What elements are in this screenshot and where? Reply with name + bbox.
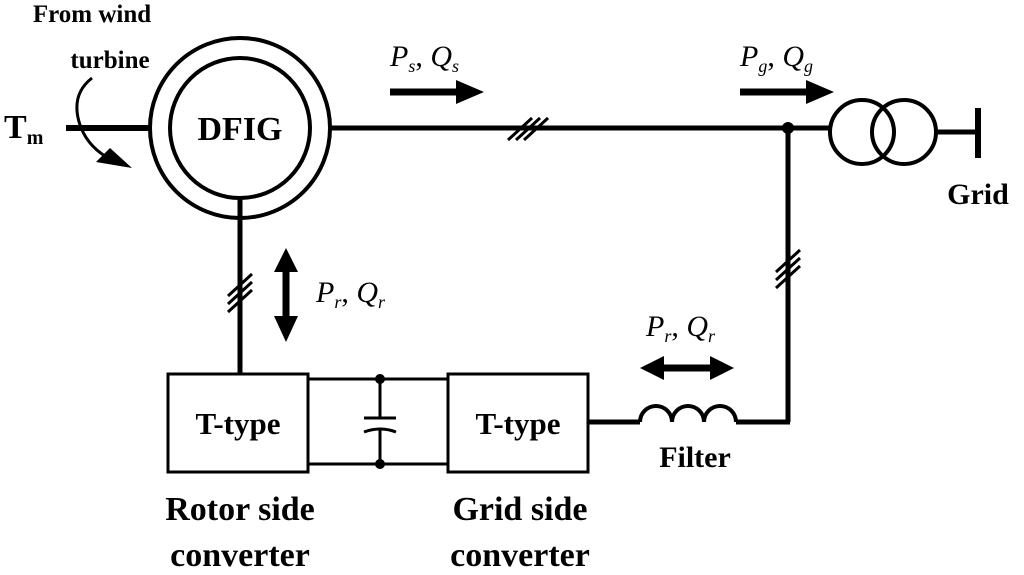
- transformer-secondary: [870, 98, 938, 166]
- wind-source-label-line2: turbine: [70, 47, 149, 74]
- torque-main: T: [4, 109, 27, 146]
- torque-subscript: m: [27, 127, 44, 149]
- rotor-side-converter-block: [166, 372, 310, 474]
- rotor-power-arrow: [274, 248, 298, 342]
- rsc-caption-line2: converter: [170, 537, 310, 574]
- rotor-flow-label: Pr, Qr: [315, 276, 386, 312]
- rotation-arrowhead: [96, 148, 132, 168]
- wind-source-label-line1: From wind: [33, 1, 151, 28]
- transformer-primary: [828, 98, 896, 166]
- rsc-block-label: T-type: [196, 406, 281, 441]
- stator-power-arrow: [390, 80, 484, 104]
- grid-power-arrow: [740, 80, 834, 104]
- torque-label: Tm: [4, 109, 44, 149]
- gsc-caption-line2: converter: [450, 537, 590, 574]
- rotation-arrow: [75, 76, 113, 162]
- grid-flow-label: Pg, Qg: [739, 40, 813, 76]
- gsc-caption-line1: Grid side: [452, 491, 587, 528]
- three-phase-mark-grid-side: [774, 248, 802, 290]
- gsc-block-label: T-type: [476, 406, 561, 441]
- filter-label: Filter: [659, 441, 731, 474]
- filter-inductor: [638, 404, 738, 423]
- three-phase-mark-rotor: [226, 272, 254, 314]
- grid-label: Grid: [947, 178, 1009, 211]
- generator-label: DFIG: [198, 111, 283, 148]
- stator-flow-label: Ps, Qs: [389, 40, 459, 76]
- rsc-caption-line1: Rotor side: [165, 491, 315, 528]
- three-phase-mark-stator: [506, 116, 550, 142]
- filter-power-arrow: [640, 356, 734, 380]
- dc-capacitor-plate-bottom: [363, 427, 397, 434]
- filter-flow-label: Pr, Qr: [645, 310, 716, 346]
